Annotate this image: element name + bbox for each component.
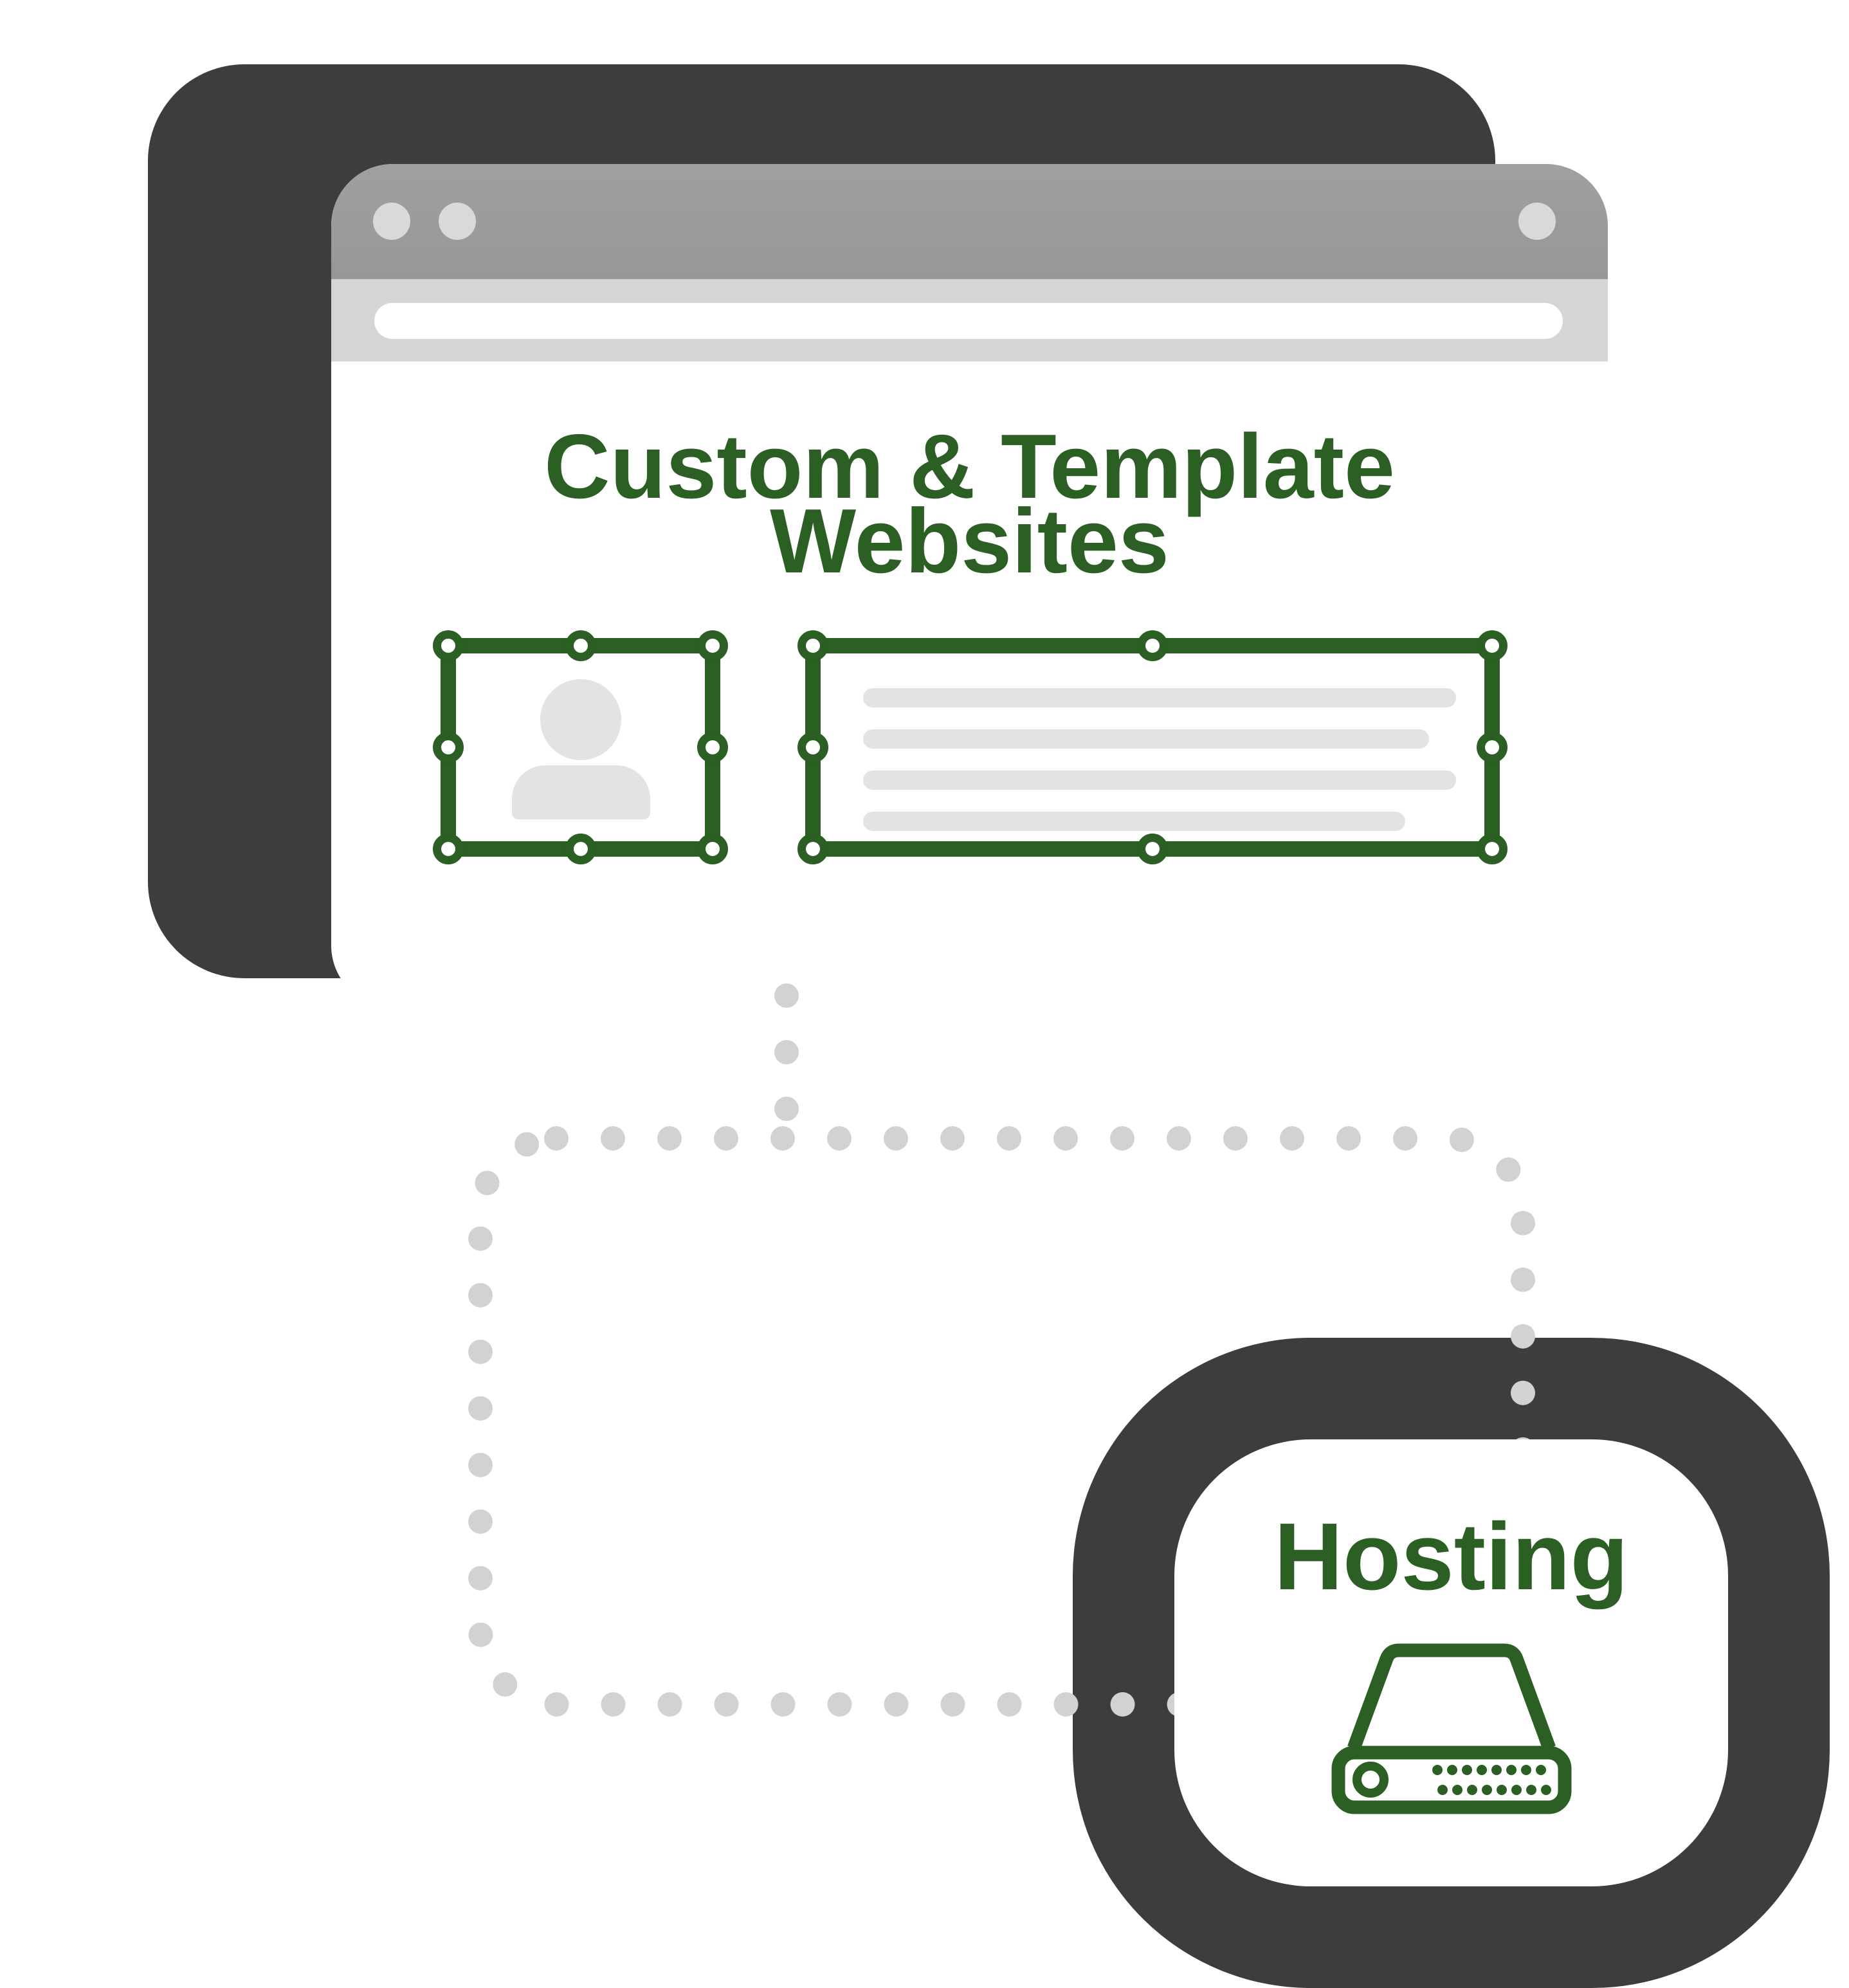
server-vent-dots (1432, 1765, 1551, 1795)
window-control-dot-icon (1518, 203, 1556, 240)
browser-titlebar (331, 164, 1608, 279)
person-icon-body (512, 765, 650, 819)
placeholder-text-line (863, 812, 1405, 831)
selection-handle (1477, 834, 1507, 864)
browser-toolbar (331, 279, 1608, 361)
window-control-dot-icon (373, 203, 410, 240)
placeholder-text-line (863, 688, 1456, 707)
selection-handle (1477, 630, 1507, 661)
selection-handle (1477, 732, 1507, 763)
text-placeholder (797, 630, 1507, 864)
selection-handle (697, 630, 728, 661)
placeholder-text-line (863, 771, 1456, 790)
selection-handle (697, 732, 728, 763)
selection-handle (1137, 834, 1168, 864)
selection-handle (697, 834, 728, 864)
page-heading-line-1: Custom & Template (544, 415, 1395, 518)
selection-handle (433, 630, 464, 661)
selection-handle (1137, 630, 1168, 661)
address-bar (374, 303, 1563, 339)
selection-handle (797, 834, 828, 864)
selection-handle (797, 630, 828, 661)
selection-handle (433, 834, 464, 864)
placeholder-text-line (863, 729, 1429, 749)
server-icon (1331, 1643, 1571, 1814)
page-heading-line-2: Websites (770, 490, 1169, 592)
browser-window-frame: Custom & Template Websites (148, 64, 1608, 1007)
browser-window: Custom & Template Websites (331, 164, 1608, 1007)
selection-handle (433, 732, 464, 763)
person-icon (540, 679, 621, 760)
window-control-dot-icon (439, 203, 476, 240)
hosting-label: Hosting (1274, 1504, 1628, 1610)
image-placeholder (433, 630, 728, 864)
selection-handle (565, 834, 596, 864)
selection-handle (565, 630, 596, 661)
hosting-card: Hosting (1174, 1439, 1728, 1886)
selection-handle (797, 732, 828, 763)
